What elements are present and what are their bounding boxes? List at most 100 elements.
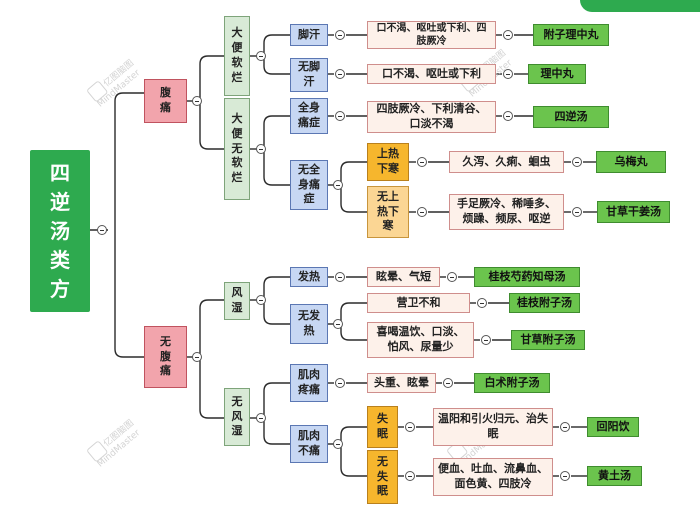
node-loose-stool[interactable]: 大便软烂 xyxy=(224,16,250,96)
node-label: 无脚汗 xyxy=(298,60,320,88)
symptom-box[interactable]: 营卫不和 xyxy=(367,293,470,313)
collapse-toggle-icon[interactable] xyxy=(97,225,107,235)
node-label: 回阳饮 xyxy=(596,419,630,433)
node-wind-damp[interactable]: 风湿 xyxy=(224,282,250,320)
symptom-box[interactable]: 头重、眩晕 xyxy=(367,373,436,393)
formula-node[interactable]: 四逆汤 xyxy=(533,106,609,128)
node-no-wind-damp[interactable]: 无风湿 xyxy=(224,388,250,446)
collapse-toggle-icon[interactable] xyxy=(503,69,513,79)
node-label: 无发热 xyxy=(298,309,320,337)
collapse-toggle-icon[interactable] xyxy=(333,180,343,190)
collapse-toggle-icon[interactable] xyxy=(405,422,415,432)
node-label: 全身痛症 xyxy=(298,101,320,129)
formula-node[interactable]: 甘草附子汤 xyxy=(511,330,585,350)
node-no-upper-heat-lower-cold[interactable]: 无上热下寒 xyxy=(367,186,409,238)
node-no-muscle-pain[interactable]: 肌肉不痛 xyxy=(290,425,328,463)
collapse-toggle-icon[interactable] xyxy=(335,111,345,121)
collapse-toggle-icon[interactable] xyxy=(256,413,266,423)
formula-node[interactable]: 黄土汤 xyxy=(587,466,642,486)
node-insomnia[interactable]: 失眠 xyxy=(367,406,398,448)
symptom-box[interactable]: 久泻、久痢、蛔虫 xyxy=(449,151,564,173)
node-label: 四逆汤 xyxy=(554,109,588,123)
node-label: 腹痛 xyxy=(160,86,171,114)
node-sweaty-feet[interactable]: 脚汗 xyxy=(290,24,328,46)
node-label: 大便软烂 xyxy=(231,26,243,84)
collapse-toggle-icon[interactable] xyxy=(333,439,343,449)
collapse-toggle-icon[interactable] xyxy=(560,422,570,432)
node-label: 桂枝附子汤 xyxy=(517,295,572,309)
node-no-insomnia[interactable]: 无失眠 xyxy=(367,450,398,504)
collapse-toggle-icon[interactable] xyxy=(503,30,513,40)
symptom-box[interactable]: 眩晕、气短 xyxy=(367,267,440,287)
node-label: 肌肉疼痛 xyxy=(298,368,320,396)
collapse-toggle-icon[interactable] xyxy=(572,207,582,217)
symptom-box[interactable]: 口不渴、呕吐或下利、四肢厥冷 xyxy=(367,21,496,49)
collapse-toggle-icon[interactable] xyxy=(335,272,345,282)
node-label: 手足厥冷、稀唾多、烦躁、频尿、呕逆 xyxy=(457,197,556,225)
node-label: 桂枝芍药知母汤 xyxy=(488,269,566,283)
collapse-toggle-icon[interactable] xyxy=(335,69,345,79)
root-node[interactable]: 四逆汤类方 xyxy=(30,150,90,312)
node-label: 无风湿 xyxy=(231,394,243,438)
collapse-toggle-icon[interactable] xyxy=(405,471,415,481)
collapse-toggle-icon[interactable] xyxy=(335,378,345,388)
collapse-toggle-icon[interactable] xyxy=(503,111,513,121)
collapse-toggle-icon[interactable] xyxy=(443,378,453,388)
node-fever[interactable]: 发热 xyxy=(290,267,328,287)
collapse-toggle-icon[interactable] xyxy=(477,298,487,308)
node-no-loose-stool[interactable]: 大便无软烂 xyxy=(224,98,250,200)
node-no-body-pain[interactable]: 无全身痛症 xyxy=(290,160,328,210)
formula-node[interactable]: 回阳饮 xyxy=(587,417,639,437)
node-no-abdominal-pain[interactable]: 无腹痛 xyxy=(144,326,187,388)
node-label: 大便无软烂 xyxy=(231,111,243,185)
node-label: 乌梅丸 xyxy=(614,154,648,168)
node-abdominal-pain[interactable]: 腹痛 xyxy=(144,79,187,123)
formula-node[interactable]: 理中丸 xyxy=(528,64,586,84)
node-label: 发热 xyxy=(298,269,320,283)
node-label: 肌肉不痛 xyxy=(298,429,320,457)
node-label: 脚汗 xyxy=(298,27,320,41)
node-label: 便血、吐血、流鼻血、面色黄、四肢冷 xyxy=(438,462,548,490)
collapse-toggle-icon[interactable] xyxy=(417,207,427,217)
node-no-fever[interactable]: 无发热 xyxy=(290,304,328,344)
node-label: 温阳和引火归元、治失眠 xyxy=(438,412,548,440)
collapse-toggle-icon[interactable] xyxy=(333,319,343,329)
formula-node[interactable]: 白术附子汤 xyxy=(474,373,550,393)
formula-node[interactable]: 附子理中丸 xyxy=(533,24,609,46)
node-no-sweaty-feet[interactable]: 无脚汗 xyxy=(290,58,328,92)
collapse-toggle-icon[interactable] xyxy=(447,272,457,282)
formula-node[interactable]: 桂枝附子汤 xyxy=(509,293,580,313)
node-label: 无腹痛 xyxy=(160,334,171,378)
node-label: 甘草干姜汤 xyxy=(606,204,661,218)
symptom-box[interactable]: 手足厥冷、稀唾多、烦躁、频尿、呕逆 xyxy=(449,194,564,230)
collapse-toggle-icon[interactable] xyxy=(256,295,266,305)
node-label: 甘草附子汤 xyxy=(520,332,576,346)
collapse-toggle-icon[interactable] xyxy=(192,96,202,106)
node-label: 失眠 xyxy=(377,412,388,440)
node-muscle-pain[interactable]: 肌肉疼痛 xyxy=(290,364,328,402)
symptom-box[interactable]: 便血、吐血、流鼻血、面色黄、四肢冷 xyxy=(433,458,553,496)
collapse-toggle-icon[interactable] xyxy=(560,471,570,481)
formula-node[interactable]: 桂枝芍药知母汤 xyxy=(474,267,580,287)
node-body-pain[interactable]: 全身痛症 xyxy=(290,98,328,134)
collapse-toggle-icon[interactable] xyxy=(417,157,427,167)
node-upper-heat-lower-cold[interactable]: 上热下寒 xyxy=(367,143,409,181)
collapse-toggle-icon[interactable] xyxy=(256,51,266,61)
symptom-box[interactable]: 喜喝温饮、口淡、怕风、尿量少 xyxy=(367,322,474,358)
node-label: 理中丸 xyxy=(540,66,574,80)
collapse-toggle-icon[interactable] xyxy=(256,144,266,154)
collapse-toggle-icon[interactable] xyxy=(192,352,202,362)
symptom-box[interactable]: 四肢厥冷、下利清谷、口淡不渴 xyxy=(367,101,496,133)
symptom-box[interactable]: 口不渴、呕吐或下利 xyxy=(367,64,496,84)
collapse-toggle-icon[interactable] xyxy=(335,30,345,40)
collapse-toggle-icon[interactable] xyxy=(572,157,582,167)
node-label: 喜喝温饮、口淡、怕风、尿量少 xyxy=(376,325,465,353)
formula-node[interactable]: 甘草干姜汤 xyxy=(597,201,670,223)
node-label: 无全身痛症 xyxy=(298,162,320,206)
symptom-box[interactable]: 温阳和引火归元、治失眠 xyxy=(433,408,553,446)
node-label: 眩晕、气短 xyxy=(376,269,431,283)
collapse-toggle-icon[interactable] xyxy=(481,335,491,345)
formula-node[interactable]: 乌梅丸 xyxy=(596,151,666,173)
node-label: 口不渴、呕吐或下利 xyxy=(382,66,481,80)
